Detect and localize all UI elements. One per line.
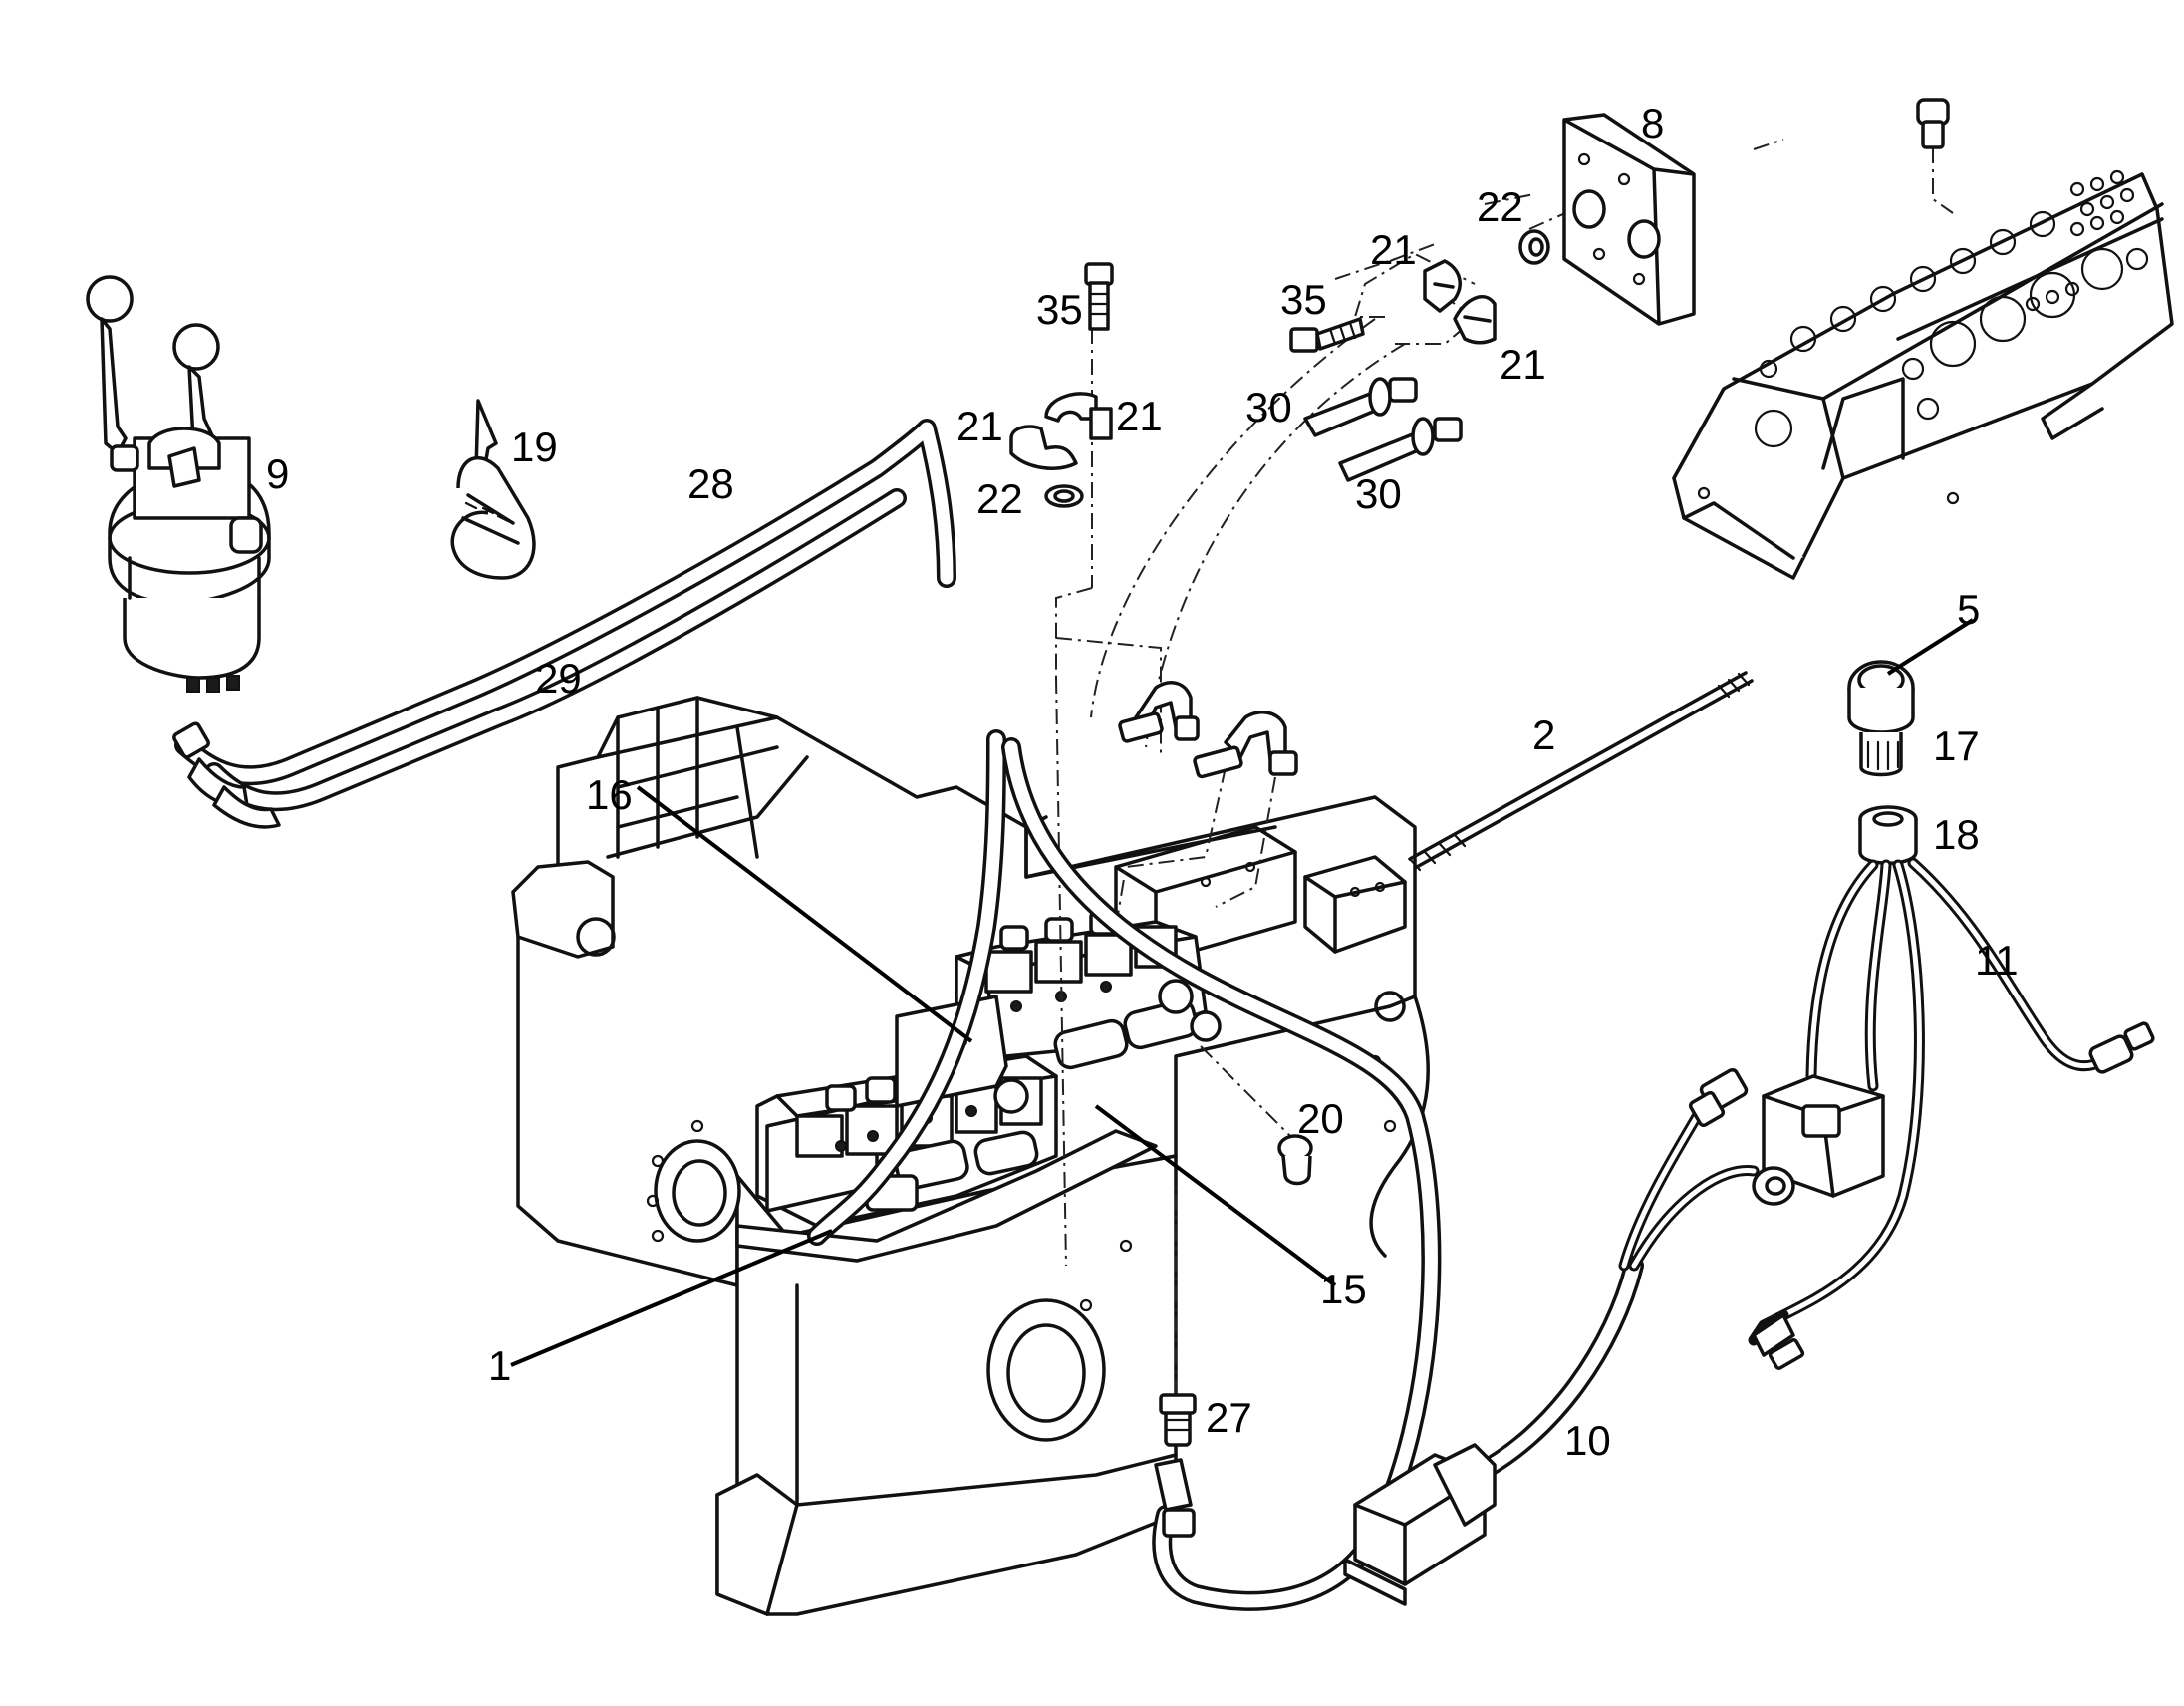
routing-dash-lines [1055, 139, 1954, 1395]
callout-1: 1 [488, 1342, 511, 1389]
callout-15: 15 [1320, 1266, 1367, 1312]
callout-labels: 1 2 5 8 9 10 11 15 16 17 18 19 20 21 21 … [266, 100, 2019, 1464]
callout-22-a: 22 [1477, 183, 1523, 230]
callout-21-b: 21 [1116, 393, 1163, 439]
callout-20: 20 [1297, 1095, 1344, 1142]
callout-17: 17 [1933, 722, 1980, 769]
callout-27: 27 [1206, 1394, 1252, 1441]
callout-21-a: 21 [956, 403, 1003, 449]
callout-5: 5 [1957, 586, 1980, 633]
joystick-lever-valve [86, 275, 271, 693]
callout-9: 9 [266, 450, 289, 497]
callout-2: 2 [1532, 711, 1555, 758]
callout-22-b: 22 [976, 475, 1023, 522]
hose-28-29 [172, 419, 956, 829]
callout-11: 11 [1975, 937, 2019, 984]
leader-lines [510, 618, 1975, 1367]
solenoid-coils-upper [1053, 979, 1222, 1070]
callout-29: 29 [535, 655, 582, 702]
control-housing [1672, 98, 2174, 580]
tie-rod [1408, 671, 1754, 872]
elbow-fittings [1118, 681, 1298, 779]
callout-30-b: 30 [1355, 470, 1402, 517]
callout-21-d: 21 [1500, 341, 1546, 388]
callout-10: 10 [1564, 1417, 1611, 1464]
callout-16: 16 [586, 771, 633, 818]
pressure-hose [807, 729, 1442, 1611]
callout-8: 8 [1641, 100, 1664, 146]
wiring-harness [1343, 857, 2155, 1606]
switch-assembly [1847, 660, 1918, 865]
callout-21-c: 21 [1370, 226, 1417, 273]
callout-19: 19 [511, 424, 558, 470]
callout-18: 18 [1933, 811, 1980, 858]
plug-20 [1277, 1134, 1313, 1186]
callout-35-b: 35 [1280, 276, 1327, 323]
callout-30-a: 30 [1245, 384, 1292, 430]
mounting-plate-8 [1289, 113, 1696, 482]
control-housing-holes [1697, 169, 2149, 505]
center-clamp-set [1009, 262, 1114, 508]
callout-28: 28 [687, 460, 734, 507]
cable-tie [450, 399, 536, 580]
callout-35-a: 35 [1036, 286, 1083, 333]
